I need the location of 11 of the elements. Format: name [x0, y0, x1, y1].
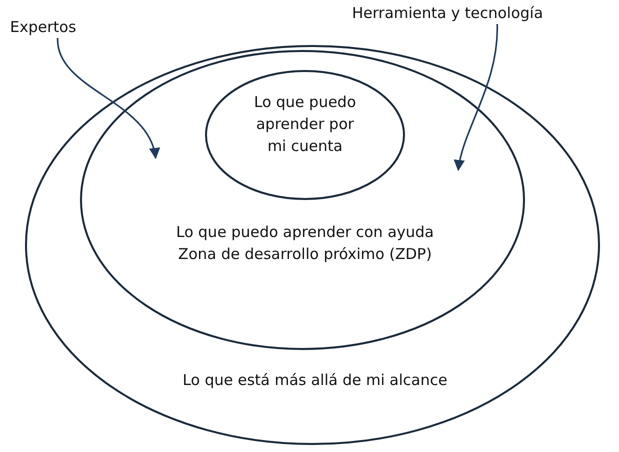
source-label: Herramienta y tecnología [352, 4, 544, 22]
ellipse [25, 45, 600, 445]
arrow [56, 38, 159, 160]
ellipse [205, 70, 405, 200]
source-label: Expertos [10, 18, 76, 36]
region-label: Lo que está más allá de mi alcance [182, 370, 448, 391]
region-label: Lo que puedo aprender por mi cuenta [252, 92, 358, 156]
arrow [454, 24, 498, 172]
ellipse [80, 50, 525, 350]
region-label: Zona de desarrollo próximo (ZDP) [177, 244, 433, 265]
region-label: Lo que puedo aprender con ayuda [175, 222, 435, 243]
